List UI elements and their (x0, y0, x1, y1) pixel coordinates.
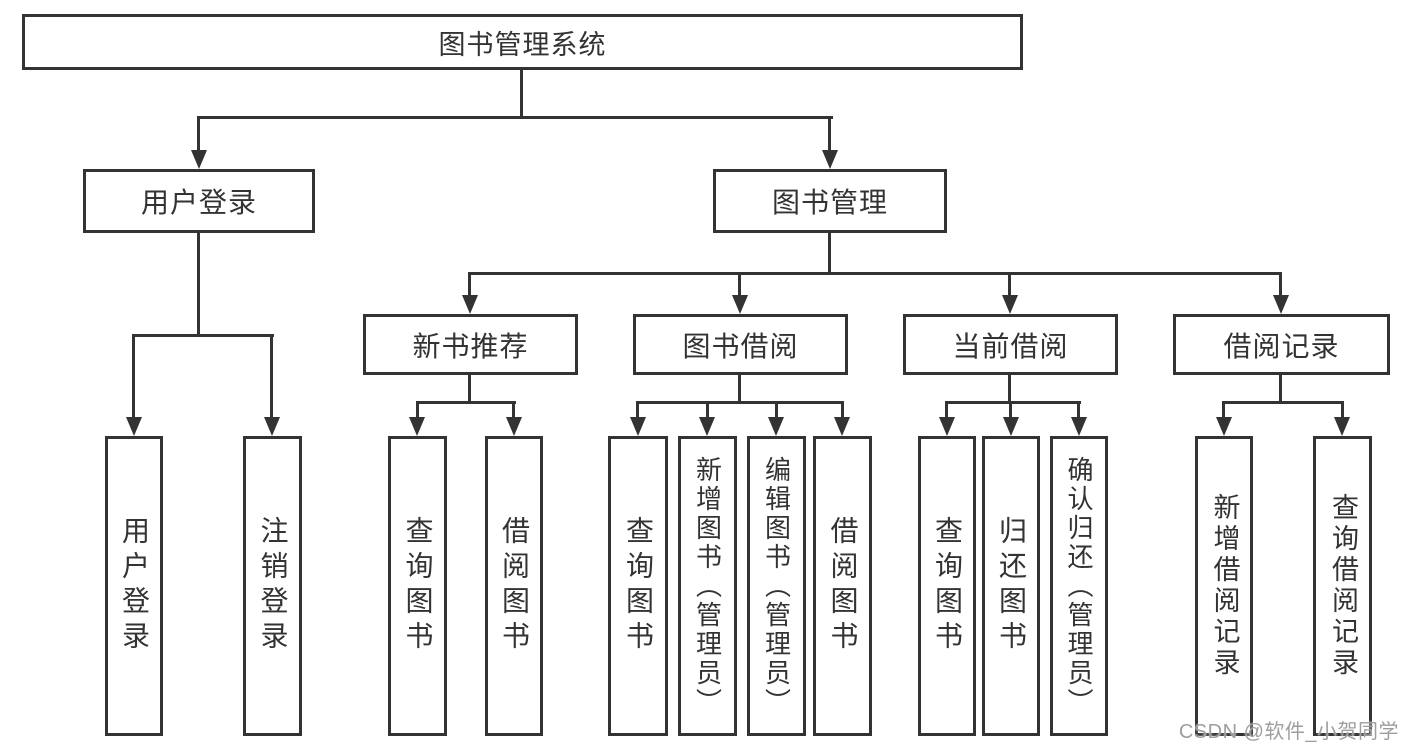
node-book-borrowing-label: 图书借阅 (682, 330, 799, 362)
connector-drop-leaf-user-login (132, 334, 135, 419)
arrowhead-add-book (699, 417, 715, 436)
leaf-query-book-borrowing: 查询图书 (608, 436, 668, 736)
arrowhead-current-borrowing (1002, 295, 1018, 314)
connector-drop-current-borrowing (1008, 272, 1011, 298)
leaf-logout: 注销登录 (243, 436, 302, 736)
connector-user-login-rail (132, 334, 274, 337)
node-user-login-label: 用户登录 (140, 187, 257, 218)
leaf-borrow-book-recommend: 借阅图书 (485, 436, 543, 736)
connector-root-rail (197, 116, 833, 119)
connector-borrow-records-stem (1279, 375, 1282, 404)
leaf-logout-label: 注销登录 (257, 516, 289, 656)
connector-drop-query-current (945, 401, 948, 419)
leaf-query-borrow-record-label: 查询借阅记录 (1328, 493, 1358, 679)
connector-drop-query-record (1341, 401, 1344, 419)
leaf-query-book-current: 查询图书 (918, 436, 976, 736)
leaf-confirm-return-admin: 确认归还（管理员） (1050, 436, 1108, 736)
leaf-user-login: 用户登录 (105, 436, 163, 736)
connector-root-stem (520, 70, 523, 118)
leaf-confirm-return-admin-label: 确认归还（管理员） (1064, 455, 1094, 717)
connector-user-login-stem (197, 233, 200, 337)
connector-book-mgmt-rail (468, 272, 1282, 275)
connector-current-borrowing-rail (945, 401, 1081, 404)
arrowhead-return-book (1003, 417, 1019, 436)
arrowhead-borrow-book (834, 417, 850, 436)
leaf-return-book-label: 归还图书 (996, 516, 1027, 656)
node-current-borrowing-label: 当前借阅 (952, 330, 1069, 362)
leaf-edit-book-admin-label: 编辑图书（管理员） (761, 455, 792, 717)
connector-drop-new-book-recommend (468, 272, 471, 298)
leaf-query-book-borrowing-label: 查询图书 (623, 516, 654, 656)
connector-new-book-rail (416, 401, 516, 404)
arrowhead-book-borrowing (732, 295, 748, 314)
leaf-query-borrow-record: 查询借阅记录 (1313, 436, 1372, 736)
arrowhead-query-current (939, 417, 955, 436)
node-root: 图书管理系统 (22, 14, 1023, 70)
connector-book-mgmt-stem (828, 233, 831, 275)
connector-drop-borrow-recommend (512, 401, 515, 419)
node-borrowing-records-label: 借阅记录 (1223, 330, 1340, 362)
arrowhead-query-recommend (409, 417, 425, 436)
arrowhead-borrowing-records (1273, 295, 1289, 314)
leaf-borrow-book-recommend-label: 借阅图书 (499, 516, 530, 656)
node-book-management: 图书管理 (713, 169, 947, 233)
leaf-query-book-recommend: 查询图书 (388, 436, 447, 736)
connector-book-borrowing-stem (738, 375, 741, 404)
arrowhead-confirm-return (1071, 417, 1087, 436)
node-new-book-recommend-label: 新书推荐 (412, 330, 529, 362)
leaf-query-book-recommend-label: 查询图书 (402, 516, 434, 656)
arrowhead-user-login (191, 150, 207, 169)
leaf-return-book: 归还图书 (982, 436, 1040, 736)
connector-drop-confirm-return (1077, 401, 1080, 419)
connector-drop-user-login (197, 116, 200, 152)
node-book-management-label: 图书管理 (771, 187, 888, 218)
connector-new-book-stem (468, 375, 471, 404)
leaf-add-borrow-record: 新增借阅记录 (1195, 436, 1253, 736)
connector-drop-query-recommend (416, 401, 419, 419)
node-user-login: 用户登录 (83, 169, 315, 233)
connector-drop-add-record (1222, 401, 1225, 419)
arrowhead-book-management (822, 150, 838, 169)
arrowhead-leaf-user-login (126, 417, 142, 436)
connector-drop-return-book (1009, 401, 1012, 419)
leaf-add-book-admin: 新增图书（管理员） (678, 436, 737, 736)
connector-drop-borrowing-records (1279, 272, 1282, 298)
leaf-user-login-label: 用户登录 (119, 516, 150, 656)
watermark: CSDN @软件_小贺同学 (1178, 721, 1399, 743)
connector-drop-borrow-book (841, 401, 844, 419)
connector-borrow-records-rail (1222, 401, 1343, 404)
arrowhead-borrow-recommend (506, 417, 522, 436)
connector-drop-edit-book (775, 401, 778, 419)
connector-drop-query-borrowing (636, 401, 639, 419)
connector-drop-book-management (828, 116, 831, 152)
arrowhead-leaf-logout (264, 417, 280, 436)
leaf-add-borrow-record-label: 新增借阅记录 (1209, 493, 1240, 679)
arrowhead-query-borrowing (630, 417, 646, 436)
arrowhead-add-record (1216, 417, 1232, 436)
node-borrowing-records: 借阅记录 (1173, 314, 1390, 375)
node-book-borrowing: 图书借阅 (633, 314, 848, 375)
connector-current-borrowing-stem (1008, 375, 1011, 404)
arrowhead-edit-book (768, 417, 784, 436)
leaf-query-book-current-label: 查询图书 (932, 516, 963, 656)
leaf-borrow-book-label: 借阅图书 (827, 516, 859, 656)
leaf-add-book-admin-label: 新增图书（管理员） (692, 455, 723, 717)
connector-book-borrowing-rail (636, 401, 844, 404)
node-root-label: 图书管理系统 (438, 29, 607, 60)
connector-drop-add-book (706, 401, 709, 419)
leaf-edit-book-admin: 编辑图书（管理员） (747, 436, 806, 736)
connector-drop-leaf-logout (270, 334, 273, 419)
node-new-book-recommend: 新书推荐 (363, 314, 578, 375)
leaf-borrow-book: 借阅图书 (813, 436, 872, 736)
connector-drop-book-borrowing (738, 272, 741, 298)
arrowhead-query-record (1334, 417, 1350, 436)
arrowhead-new-book-recommend (462, 295, 478, 314)
node-current-borrowing: 当前借阅 (903, 314, 1118, 375)
